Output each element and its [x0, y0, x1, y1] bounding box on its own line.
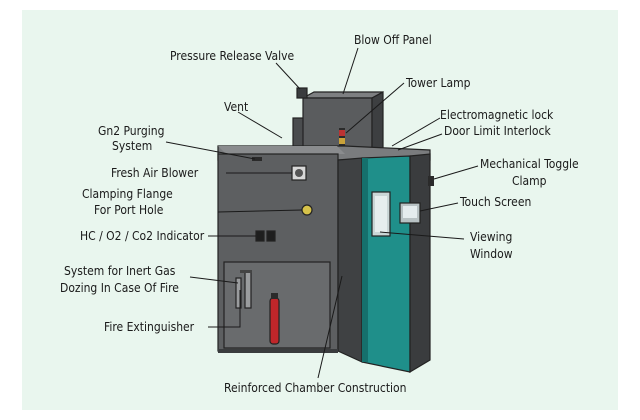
fire-extinguisher — [269, 297, 280, 345]
label-tower-lamp: Tower Lamp — [405, 76, 471, 90]
label-gas-indicator: HC / O2 / Co2 Indicator — [80, 229, 205, 243]
leader-inert-gas — [189, 276, 239, 284]
touch-screen-display — [403, 206, 417, 218]
fire-extinguisher-head — [271, 293, 278, 299]
label-blow-off-panel: Blow Off Panel — [354, 33, 432, 47]
inert-gas-cylinder-1 — [235, 277, 242, 309]
label-viewing-window-line2: Window — [470, 247, 513, 261]
leader-pressure-valve — [275, 62, 301, 90]
label-mechanical-toggle-line2: Clamp — [512, 174, 547, 188]
leader-door-limit — [397, 133, 443, 151]
inert-gas-cylinder-2 — [244, 271, 252, 309]
door-inner-edge — [362, 158, 368, 362]
clamping-flange-port — [301, 204, 313, 216]
tower-lamp-amber — [339, 138, 345, 144]
label-clamping-flange-line2: For Port Hole — [94, 203, 164, 217]
tower-lamp-red — [339, 130, 345, 136]
leader-lines — [165, 47, 479, 379]
cabinet-top-face — [218, 146, 345, 154]
leader-reinforced — [317, 275, 343, 379]
leader-clamping-flange — [217, 209, 303, 213]
mechanical-toggle-clamp — [428, 176, 434, 186]
label-vent: Vent — [224, 100, 248, 114]
cabinet-side-strip — [337, 157, 363, 363]
label-touch-screen: Touch Screen — [459, 195, 531, 209]
leader-touch-screen — [419, 202, 459, 212]
blow-off-tower-side — [371, 90, 384, 158]
gas-indicator-2 — [266, 230, 276, 242]
leader-fire-ext — [208, 290, 241, 328]
label-fresh-air-blower: Fresh Air Blower — [111, 166, 199, 180]
label-inert-gas-line2: Dozing In Case Of Fire — [60, 281, 179, 295]
label-reinforced-chamber: Reinforced Chamber Construction — [224, 381, 407, 395]
cabinet-foot-1 — [218, 349, 338, 353]
label-inert-gas-line1: System for Inert Gas — [64, 264, 176, 278]
teal-door — [361, 155, 411, 373]
leader-vent — [237, 111, 283, 139]
machine-illustration — [217, 87, 434, 374]
leader-gn2 — [165, 141, 256, 160]
label-pressure-release-valve: Pressure Release Valve — [170, 49, 294, 63]
label-mechanical-toggle-line1: Mechanical Toggle — [480, 157, 579, 171]
label-electromagnetic-lock: Electromagnetic lock — [440, 108, 554, 122]
gas-indicator-1 — [255, 230, 265, 242]
leader-blow-off — [342, 47, 359, 95]
label-viewing-window-line1: Viewing — [470, 230, 512, 244]
label-gn2-purging-line1: Gn2 Purging — [98, 124, 164, 138]
leader-toggle-clamp — [433, 165, 479, 180]
viewing-window-inner — [375, 196, 387, 232]
leader-tower-lamp — [345, 82, 405, 134]
label-gn2-purging-line2: System — [112, 139, 152, 153]
gn2-purging-system — [252, 157, 262, 161]
inert-gas-pipe — [240, 270, 252, 273]
door-right-panel — [409, 153, 431, 374]
leader-viewing-window — [379, 231, 465, 240]
pressure-release-valve — [296, 87, 308, 99]
label-door-limit-interlock: Door Limit Interlock — [444, 124, 551, 138]
label-clamping-flange-line1: Clamping Flange — [82, 187, 173, 201]
fresh-air-blower-fan — [295, 169, 303, 177]
label-fire-extinguisher: Fire Extinguisher — [104, 320, 195, 334]
leader-em-lock — [391, 117, 441, 147]
labels: Blow Off Panel Pressure Release Valve To… — [60, 33, 579, 395]
